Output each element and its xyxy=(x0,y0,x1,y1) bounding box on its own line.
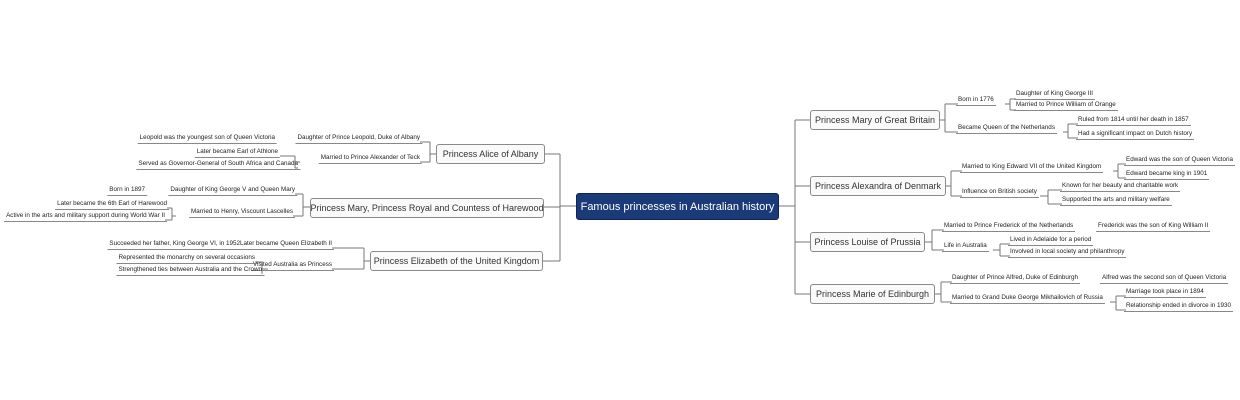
leaf[interactable]: Active in the arts and military support … xyxy=(4,212,167,222)
subtopic[interactable]: Daughter of Prince Leopold, Duke of Alba… xyxy=(295,134,422,144)
leaf[interactable]: Relationship ended in divorce in 1930 xyxy=(1124,302,1234,312)
leaf[interactable]: Edward became king in 1901 xyxy=(1124,170,1210,180)
leaf[interactable]: Served as Governor-General of South Afri… xyxy=(136,160,300,170)
subtopic[interactable]: Married to Henry, Viscount Lascelles xyxy=(189,208,295,218)
topic-marie-edinburgh[interactable]: Princess Marie of Edinburgh xyxy=(810,284,935,304)
topic-mary-princess-royal[interactable]: Princess Mary, Princess Royal and Counte… xyxy=(310,198,544,218)
subtopic[interactable]: Married to King Edward VII of the United… xyxy=(960,163,1104,173)
leaf[interactable]: Later became Earl of Athlone xyxy=(194,148,280,158)
subtopic[interactable]: Later became Queen Elizabeth II xyxy=(237,240,334,250)
subtopic[interactable]: Married to Prince Frederick of the Nethe… xyxy=(942,222,1076,232)
leaf[interactable]: Born in 1897 xyxy=(107,186,147,196)
subtopic[interactable]: Daughter of Prince Alfred, Duke of Edinb… xyxy=(950,274,1081,284)
leaf[interactable]: Had a significant impact on Dutch histor… xyxy=(1076,130,1195,140)
subtopic[interactable]: Born in 1776 xyxy=(956,96,996,106)
topic-alexandra-denmark[interactable]: Princess Alexandra of Denmark xyxy=(810,176,946,196)
leaf[interactable]: Ruled from 1814 until her death in 1857 xyxy=(1076,116,1191,126)
subtopic[interactable]: Life in Australia xyxy=(942,242,989,252)
leaf[interactable]: Involved in local society and philanthro… xyxy=(1008,248,1127,258)
topic-alice-albany[interactable]: Princess Alice of Albany xyxy=(436,144,545,164)
subtopic[interactable]: Daughter of King George V and Queen Mary xyxy=(168,186,297,196)
leaf[interactable]: Married to Prince William of Orange xyxy=(1014,101,1118,111)
leaf[interactable]: Succeeded her father, King George VI, in… xyxy=(107,240,242,250)
leaf[interactable]: Lived in Adelaide for a period xyxy=(1008,236,1094,246)
leaf[interactable]: Frederick was the son of King William II xyxy=(1096,222,1211,232)
leaf[interactable]: Marriage took place in 1894 xyxy=(1124,288,1206,298)
leaf[interactable]: Leopold was the youngest son of Queen Vi… xyxy=(137,134,277,144)
leaf[interactable]: Represented the monarchy on several occa… xyxy=(116,254,257,264)
leaf[interactable]: Later became the 6th Earl of Harewood xyxy=(55,200,169,210)
subtopic[interactable]: Became Queen of the Netherlands xyxy=(956,124,1057,134)
subtopic[interactable]: Married to Prince Alexander of Teck xyxy=(318,154,422,164)
subtopic[interactable]: Married to Grand Duke George Mikhailovic… xyxy=(950,294,1105,304)
leaf[interactable]: Supported the arts and military welfare xyxy=(1060,196,1172,206)
topic-mary-great-britain[interactable]: Princess Mary of Great Britain xyxy=(810,110,940,130)
leaf[interactable]: Edward was the son of Queen Victoria xyxy=(1124,156,1235,166)
leaf[interactable]: Daughter of King George III xyxy=(1014,90,1096,100)
subtopic[interactable]: Visited Australia as Princess xyxy=(251,261,334,271)
central-topic[interactable]: Famous princesses in Australian history xyxy=(576,193,779,220)
topic-louise-prussia[interactable]: Princess Louise of Prussia xyxy=(810,232,925,252)
leaf[interactable]: Strengthened ties between Australia and … xyxy=(116,266,264,276)
leaf[interactable]: Alfred was the second son of Queen Victo… xyxy=(1100,274,1229,284)
leaf[interactable]: Known for her beauty and charitable work xyxy=(1060,182,1181,192)
subtopic[interactable]: Influence on British society xyxy=(960,188,1039,198)
topic-elizabeth-uk[interactable]: Princess Elizabeth of the United Kingdom xyxy=(370,251,543,271)
